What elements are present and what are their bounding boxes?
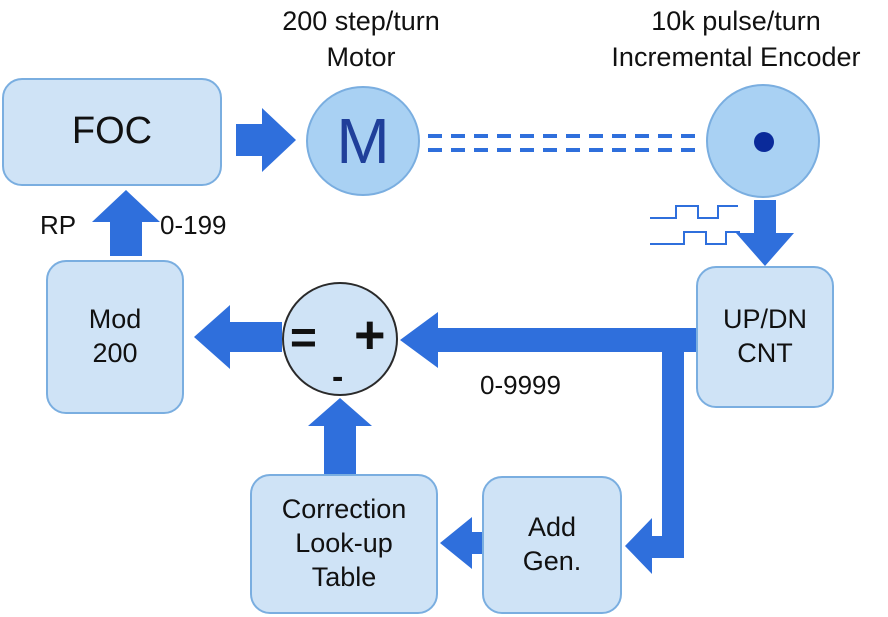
summer-right-sign: + — [354, 305, 386, 365]
updn-counter-block: UP/DN CNT — [696, 266, 834, 408]
foc-block: FOC — [2, 78, 222, 186]
summing-junction: = + - — [282, 282, 398, 396]
counter-range-label: 0-9999 — [480, 370, 561, 400]
arrow-mod-to-foc — [92, 190, 160, 256]
correction-label-line2: Look-up — [295, 528, 393, 559]
encoder-caption: 10k pulse/turn Incremental Encoder — [584, 4, 888, 75]
arrow-counter-to-summer — [400, 312, 696, 368]
correction-label-line1: Correction — [281, 494, 407, 525]
counter-label-line2: CNT — [737, 338, 793, 368]
dashed-shaft-icon — [428, 134, 700, 152]
motor-caption-line2: Motor — [326, 41, 396, 72]
rp-label: RP — [40, 210, 77, 240]
addgen-label-line1: Add — [527, 512, 577, 543]
motor-circle: M — [306, 86, 420, 196]
mod-label-line2: 200 — [92, 338, 138, 368]
summer-left-sign: = — [290, 311, 317, 363]
counter-label-line1: UP/DN — [722, 304, 807, 335]
foc-label: FOC — [71, 110, 153, 153]
encoder-caption-line2: Incremental Encoder — [611, 41, 861, 72]
motor-caption: 200 step/turn Motor — [236, 4, 486, 75]
quadrature-pulse-icon — [650, 205, 740, 245]
correction-label-line3: Table — [311, 561, 377, 592]
mod-label-line1: Mod — [88, 304, 142, 335]
arrow-foc-to-motor — [236, 108, 296, 172]
arrow-correction-to-summer — [308, 398, 372, 474]
encoder-circle — [706, 84, 820, 198]
motor-caption-line1: 200 step/turn — [282, 6, 440, 36]
mod-200-block: Mod 200 — [46, 260, 184, 414]
arrow-addgen-to-correction — [440, 517, 482, 569]
encoder-caption-line1: 10k pulse/turn — [651, 6, 821, 36]
arrow-branch-to-addgen — [625, 352, 684, 574]
motor-letter: M — [336, 105, 390, 177]
addgen-label-line2: Gen. — [522, 546, 582, 576]
add-gen-block: Add Gen. — [482, 476, 622, 614]
arrow-encoder-to-counter — [736, 200, 794, 266]
encoder-shaft-dot — [754, 132, 774, 152]
mod-range-label: 0-199 — [160, 210, 227, 240]
correction-table-block: Correction Look-up Table — [250, 474, 438, 614]
arrow-summer-to-mod — [194, 305, 282, 369]
summer-bottom-sign: - — [332, 358, 344, 396]
